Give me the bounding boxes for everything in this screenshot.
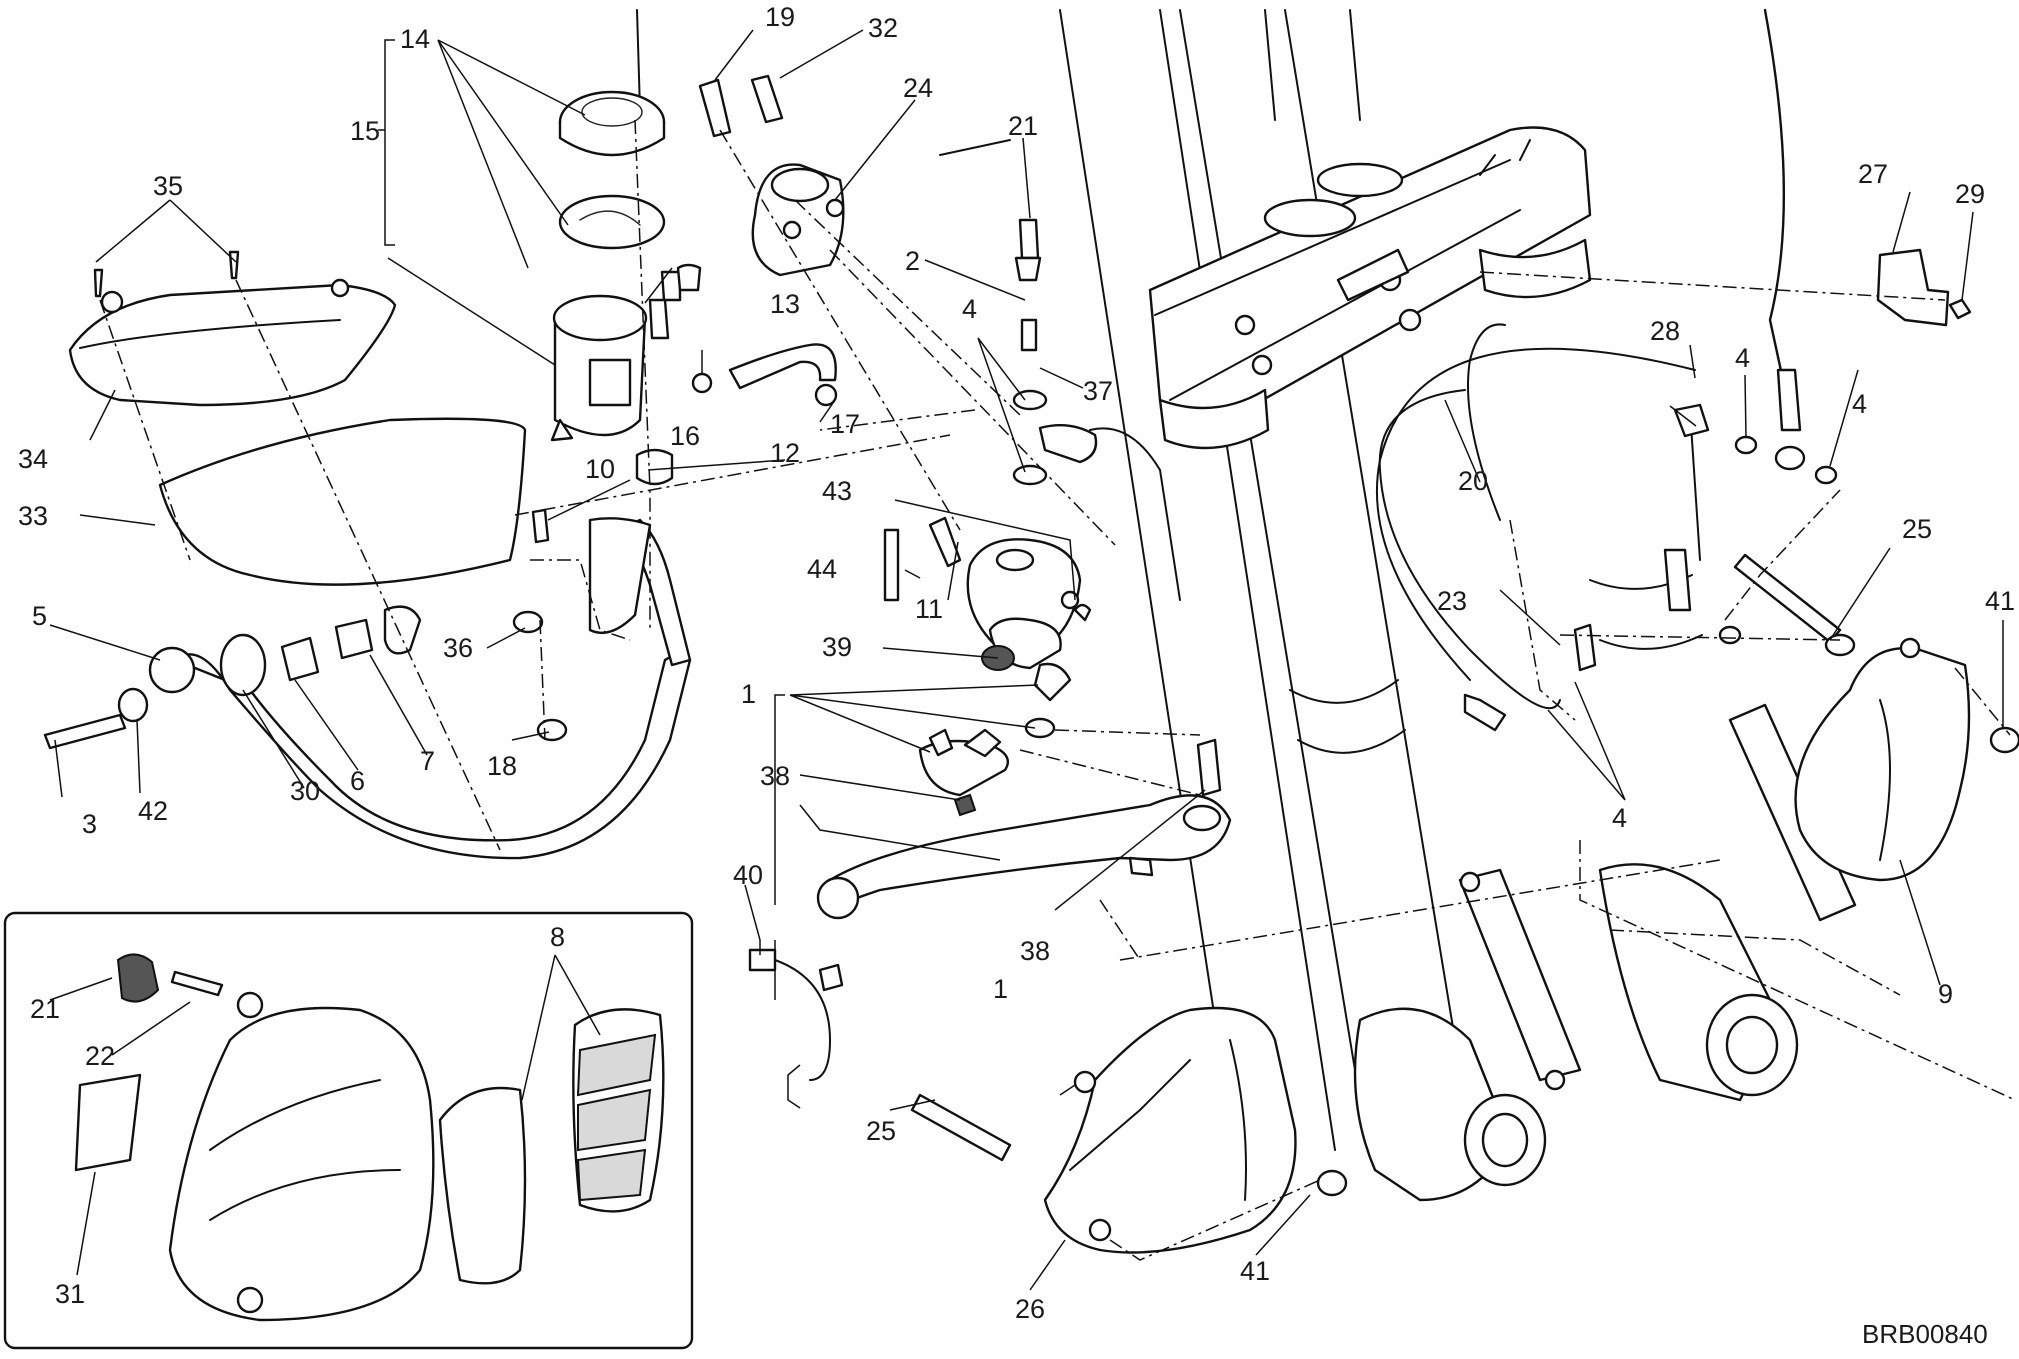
callout-30: 30 <box>290 776 320 806</box>
callout-4-right-b: 4 <box>1852 389 1867 419</box>
caliper-bolt <box>910 1093 1012 1162</box>
reservoir-screw <box>636 9 641 111</box>
callout-8: 8 <box>550 922 565 952</box>
callout-26: 26 <box>1015 1294 1045 1324</box>
brake-light-switch <box>748 948 844 1081</box>
caliper-front-left <box>1043 1006 1297 1254</box>
callout-29: 29 <box>1955 179 1985 209</box>
assembly-lines <box>99 119 2016 1261</box>
callout-3: 3 <box>82 809 97 839</box>
inset-caliper <box>168 1006 435 1322</box>
callout-15: 15 <box>350 116 380 146</box>
callout-20: 20 <box>1458 466 1488 496</box>
callout-2: 2 <box>905 246 920 276</box>
callout-13: 13 <box>770 289 800 319</box>
callout-24: 24 <box>903 73 933 103</box>
callout-11: 11 <box>915 594 943 624</box>
callout-36: 36 <box>443 633 473 663</box>
callout-labels: 14 15 35 34 33 5 3 42 30 6 7 18 36 10 12… <box>18 2 2015 1349</box>
callout-10: 10 <box>585 454 615 484</box>
callout-5: 5 <box>32 601 47 631</box>
handguard-frame <box>173 653 692 860</box>
reservoir-hose <box>728 343 837 390</box>
callout-28: 28 <box>1650 316 1680 346</box>
reservoir-diaphragm <box>558 194 666 250</box>
bar-end-weight <box>219 633 267 697</box>
hose-bracket <box>1876 248 1950 327</box>
caliper-assemblies <box>910 248 2019 1254</box>
callout-34: 34 <box>18 444 48 474</box>
leader-lines <box>49 29 2004 1291</box>
callout-4-lower: 4 <box>1612 803 1627 833</box>
callout-16: 16 <box>670 421 700 451</box>
handguard-shell <box>68 283 397 407</box>
callout-35: 35 <box>153 171 183 201</box>
callout-7: 7 <box>420 746 435 776</box>
callout-14: 14 <box>400 24 430 54</box>
callout-41-lower: 41 <box>1240 1256 1270 1286</box>
brake-pad-backing <box>438 1086 527 1285</box>
callout-44: 44 <box>807 554 837 584</box>
callout-27: 27 <box>1858 159 1888 189</box>
callout-12: 12 <box>770 438 800 468</box>
callout-9: 9 <box>1938 979 1953 1009</box>
master-cylinder-assembly <box>816 218 1232 920</box>
callout-18: 18 <box>487 751 517 781</box>
bleed-screw <box>170 970 224 997</box>
callout-22: 22 <box>85 1041 115 1071</box>
drawing-code: BRB00840 <box>1862 1319 1988 1349</box>
callout-21-main: 21 <box>1008 111 1038 141</box>
detail-inset <box>3 911 694 1350</box>
callout-38-lower: 38 <box>1020 936 1050 966</box>
brake-lever <box>828 794 1232 907</box>
callout-19: 19 <box>765 2 795 32</box>
handguard-bolt <box>43 713 127 750</box>
callout-41-right: 41 <box>1985 586 2015 616</box>
callout-38-upper: 38 <box>760 761 790 791</box>
callout-21-inset: 21 <box>30 994 60 1024</box>
handguard-cover <box>158 417 527 586</box>
callout-43: 43 <box>822 476 852 506</box>
clamp-assembly <box>698 74 1011 277</box>
callout-17: 17 <box>830 409 860 439</box>
callout-1-lower: 1 <box>993 974 1008 1004</box>
pad-spring <box>74 1073 142 1172</box>
callout-1-upper: 1 <box>741 679 756 709</box>
callout-39: 39 <box>822 632 852 662</box>
callout-6: 6 <box>350 766 365 796</box>
handguard-assembly <box>43 250 692 860</box>
callout-25-lower: 25 <box>866 1116 896 1146</box>
callout-33: 33 <box>18 501 48 531</box>
callout-32: 32 <box>868 13 898 43</box>
callout-4-top: 4 <box>962 294 977 324</box>
bleed-cap <box>116 953 160 1003</box>
callout-42: 42 <box>138 796 168 826</box>
callout-40: 40 <box>733 860 763 890</box>
callout-31: 31 <box>55 1279 85 1309</box>
callout-4-right-a: 4 <box>1735 343 1750 373</box>
callout-37: 37 <box>1083 376 1113 406</box>
front-fork-assembly <box>1059 9 1857 1202</box>
callout-23: 23 <box>1437 586 1467 616</box>
callout-25-right: 25 <box>1902 514 1932 544</box>
